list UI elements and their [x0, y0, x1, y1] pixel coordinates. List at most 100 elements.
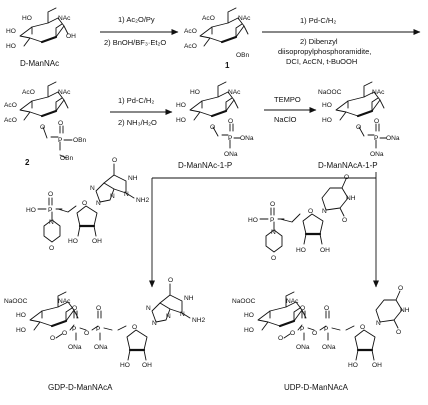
atom-label: HO	[244, 312, 254, 319]
atom-label: NH	[346, 195, 356, 202]
atom-label: O	[50, 335, 55, 342]
atom-label: NaOOC	[4, 298, 28, 305]
step-condition: DCI, AcCN, t-BuOOH	[286, 57, 357, 66]
atom-label: NH	[184, 295, 194, 302]
atom-label: HO	[68, 238, 78, 245]
atom-label: ONa	[296, 344, 310, 351]
atom-label: OH	[372, 362, 382, 369]
atom-label: HO	[322, 117, 332, 124]
atom-label: O	[308, 208, 313, 215]
compound-d-mannac-1-p: HO HO HO NAc O O P O ONa ONa D-ManNAc-1-…	[176, 80, 254, 170]
atom-label: HO	[176, 117, 186, 124]
atom-label: P	[228, 135, 233, 142]
arrow-step-4: TEMPO NaClO	[264, 95, 317, 124]
atom-label: N	[124, 191, 129, 198]
arrow-step-1: 1) Ac₂O/Py 2) BnOH/BF₃·Et₂O	[100, 15, 179, 47]
atom-label: OBn	[236, 52, 250, 59]
compound-name: D-ManNAc-1-P	[178, 161, 232, 170]
atom-label: O	[49, 245, 54, 252]
atom-label: HO	[16, 327, 26, 334]
step-condition: NaClO	[274, 115, 297, 124]
atom-label: O	[398, 285, 403, 292]
compound-gdp-d-mannaca: NaOOC NAc HO HO O O O P O P O O ONa ONa …	[4, 277, 206, 392]
atom-label: HO	[348, 362, 358, 369]
compound-ump-morpholidate: O P HO N O O O N NH O O HO OH	[248, 174, 356, 262]
atom-label: P	[72, 326, 77, 333]
atom-label: AcO	[4, 117, 17, 124]
atom-label: O	[290, 330, 295, 337]
compound-udp-d-mannaca: NaOOC NAc HO HO O O O P O P O O ONa ONa …	[232, 285, 410, 392]
atom-label: HO	[296, 247, 306, 254]
atom-label: ONa	[224, 151, 238, 158]
atom-label: ONa	[94, 344, 108, 351]
atom-label: N	[376, 320, 381, 327]
atom-label: HO	[322, 102, 332, 109]
step-condition: 2) Dibenzyl	[300, 37, 338, 46]
atom-label: HO	[16, 312, 26, 319]
atom-label: N	[152, 320, 157, 327]
step-condition: 1) Ac₂O/Py	[118, 15, 155, 24]
atom-label: NAc	[58, 298, 71, 305]
atom-label: NAc	[372, 89, 385, 96]
atom-label: ONa	[240, 135, 254, 142]
atom-label: O	[356, 124, 361, 131]
atom-label: N	[271, 229, 276, 236]
atom-label: P	[324, 326, 329, 333]
atom-label: N	[146, 305, 151, 312]
atom-label: NH2	[136, 197, 150, 204]
atom-label: O	[270, 201, 275, 208]
atom-label: O	[210, 124, 215, 131]
atom-label: O	[112, 157, 117, 164]
atom-label: NaOOC	[318, 89, 342, 96]
atom-label: OH	[66, 33, 76, 40]
atom-label: HO	[190, 89, 200, 96]
atom-label: OBn	[73, 137, 87, 144]
atom-label: O	[84, 330, 89, 337]
atom-label: ONa	[386, 135, 400, 142]
atom-label: P	[96, 326, 101, 333]
atom-label: N	[90, 185, 95, 192]
atom-label: O	[312, 330, 317, 337]
atom-label: P	[300, 326, 305, 333]
atom-label: O	[396, 329, 401, 336]
step-condition: diisopropylphosphoramidite,	[278, 47, 371, 56]
atom-label: NAc	[58, 15, 71, 22]
atom-label: O	[324, 305, 329, 312]
atom-label: O	[342, 217, 347, 224]
atom-label: N	[166, 313, 171, 320]
atom-label: HO	[6, 28, 16, 35]
atom-label: AcO	[22, 89, 35, 96]
atom-label: OH	[320, 247, 330, 254]
atom-label: O	[132, 324, 137, 331]
atom-label: O	[82, 200, 87, 207]
atom-label: N	[322, 208, 327, 215]
atom-label: OH	[142, 362, 152, 369]
atom-label: N	[110, 193, 115, 200]
atom-label: NH	[128, 175, 138, 182]
atom-label: O	[40, 124, 45, 131]
compound-name: D-ManNAcA-1-P	[318, 161, 378, 170]
atom-label: O	[168, 277, 173, 284]
atom-label: AcO	[202, 15, 215, 22]
atom-label: N	[96, 200, 101, 207]
atom-label: O	[344, 174, 349, 181]
atom-label: O	[300, 305, 305, 312]
compound-2: AcO AcO AcO NAc O O P O OBn OBn 2	[4, 80, 87, 167]
atom-label: NH2	[192, 317, 206, 324]
step-condition: 1) Pd-C/H₂	[300, 16, 336, 25]
arrow-step-2: 1) Pd-C/H₂ 2) Dibenzyl diisopropylphosph…	[262, 16, 421, 66]
atom-label: N	[180, 311, 185, 318]
atom-label: NAc	[238, 15, 251, 22]
atom-label: N	[49, 219, 54, 226]
atom-label: OH	[92, 238, 102, 245]
compound-number: 1	[225, 61, 230, 70]
compound-name: GDP-D-ManNAcA	[48, 383, 113, 392]
atom-label: HO	[6, 43, 16, 50]
atom-label: NaOOC	[232, 298, 256, 305]
atom-label: O	[271, 255, 276, 262]
compound-number: 2	[25, 158, 30, 167]
compound-d-mannac: HO HO HO NAc OH O D-ManNAc	[6, 6, 76, 68]
atom-label: O	[96, 305, 101, 312]
